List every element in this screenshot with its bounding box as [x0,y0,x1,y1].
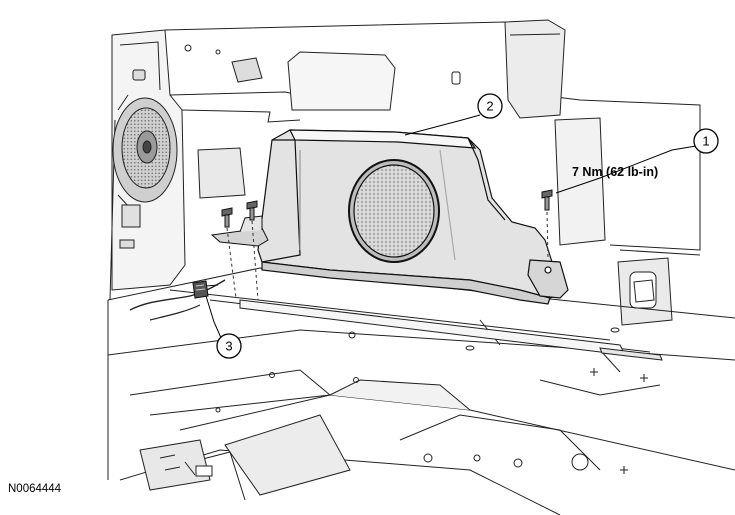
subwoofer-left-bracket [210,215,269,247]
callout-2: 2 [477,93,503,119]
torque-spec: 7 Nm (62 lb-in) [572,165,658,179]
mounting-bolts [221,189,553,301]
right-bolt [541,189,553,211]
callout-1: 1 [693,128,719,154]
callout-3: 3 [216,333,242,359]
callout-leaders [205,114,697,341]
left-bolt-1 [221,207,233,228]
subwoofer-enclosure [257,129,569,305]
left-bolt-2 [246,200,258,221]
svg-text:2: 2 [486,99,493,114]
cab-floor [107,267,735,515]
electrical-connector [192,280,219,299]
svg-text:3: 3 [225,339,232,354]
figure-id: N0064444 [8,483,62,495]
svg-text:1: 1 [702,134,709,149]
door-speaker [112,94,178,249]
